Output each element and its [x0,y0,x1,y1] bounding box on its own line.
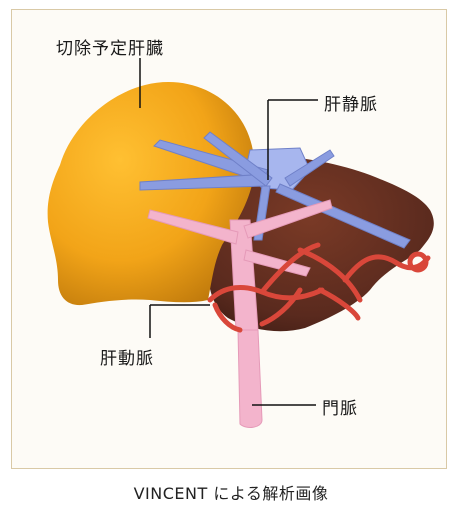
label-portal-vein: 門脈 [322,394,358,419]
label-hepatic-vein: 肝静脈 [324,90,378,115]
label-hepatic-artery: 肝動脈 [100,344,154,369]
label-resection-liver: 切除予定肝臓 [56,34,164,59]
figure-caption: VINCENT による解析画像 [0,480,462,504]
